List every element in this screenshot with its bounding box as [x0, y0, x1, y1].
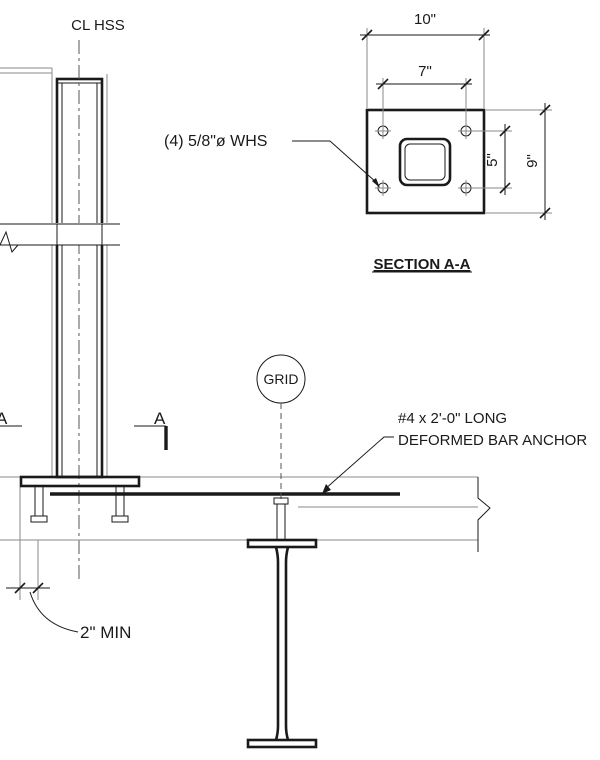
dim-9-label: 9" [524, 154, 541, 168]
section-title: SECTION A-A [374, 256, 471, 273]
headed-stud-right [111, 486, 129, 523]
beam-shear-stud [273, 497, 289, 539]
dimension-bolt-spacing-v [474, 124, 512, 195]
dim-7-label: 7" [418, 63, 432, 80]
min-edge-label: 2" MIN [80, 623, 131, 642]
anchor-leader [323, 436, 394, 491]
anchor-callout-line2: DEFORMED BAR ANCHOR [398, 432, 587, 449]
headed-stud-left [30, 486, 48, 523]
grid-label: GRID [264, 371, 299, 387]
dimension-bolt-spacing-h [376, 78, 472, 124]
centerline-label: CL HSS [71, 17, 125, 34]
section-cut-left-label: A [0, 409, 8, 428]
section-cut-right-label: A [154, 409, 166, 428]
dimension-overall-width [360, 28, 490, 108]
anchor-callout-line1: #4 x 2'-0" LONG [398, 410, 507, 427]
section-a-a-plate [365, 108, 486, 215]
min-edge-dimension [6, 540, 79, 633]
dim-5-label: 5" [484, 153, 501, 167]
studs-leader [292, 140, 378, 184]
studs-callout: (4) 5/8"ø WHS [164, 133, 267, 150]
break-line [0, 223, 122, 254]
dimension-overall-height [486, 103, 552, 220]
base-plate [19, 475, 141, 488]
hss-column [0, 67, 108, 479]
slab-outline [0, 476, 491, 552]
wide-flange-beam [246, 538, 318, 749]
dim-10-label: 10" [414, 11, 436, 28]
